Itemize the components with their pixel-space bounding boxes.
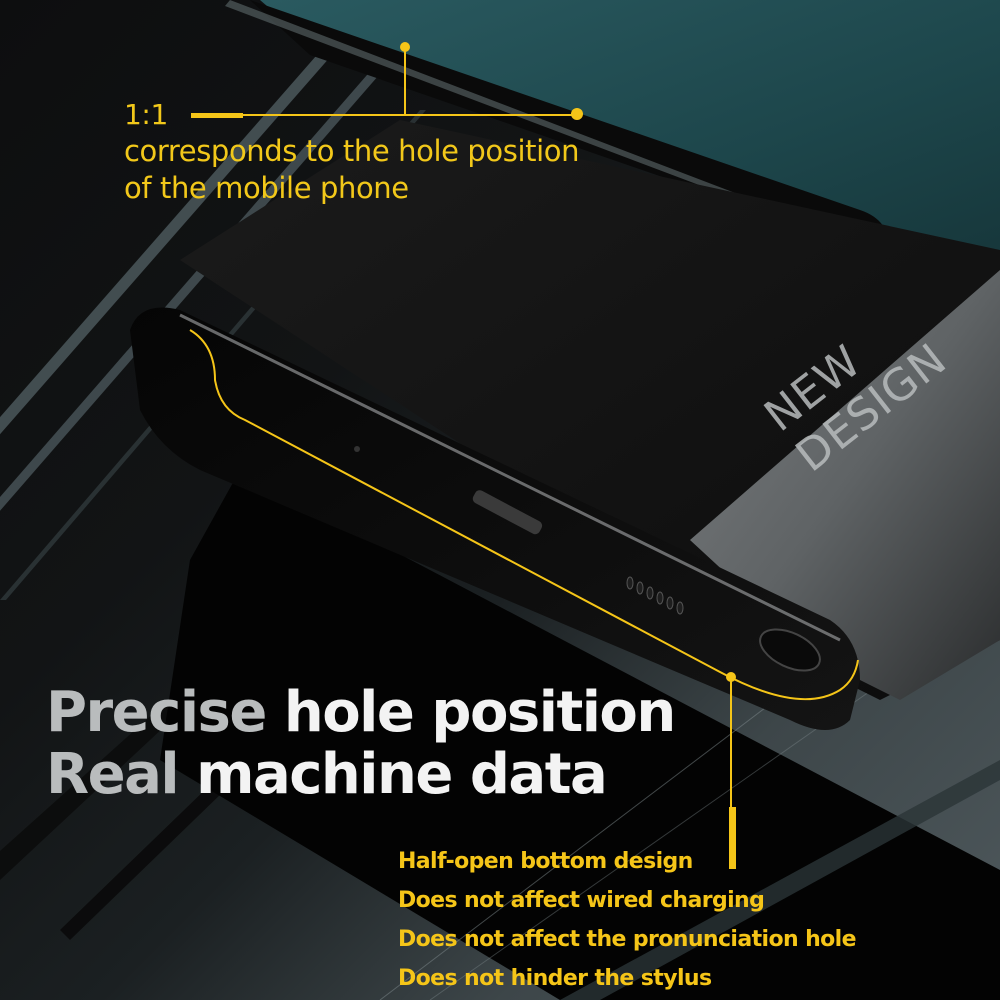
headline-word: hole position (283, 680, 676, 745)
headline-word: machine data (196, 742, 608, 807)
callout-line-1: corresponds to the hole position (124, 134, 580, 168)
headline-word: Precise (46, 680, 284, 745)
callout-line-2: of the mobile phone (124, 171, 409, 205)
headline-line-2: Real machine data (46, 744, 675, 806)
headline: Precise hole position Real machine data (46, 680, 676, 806)
feature-item: Does not hinder the stylus (398, 966, 712, 991)
feature-list: Half-open bottom design Does not affect … (398, 842, 857, 998)
feature-item: Half-open bottom design (398, 849, 693, 874)
ratio-label: 1:1 (124, 98, 168, 131)
feature-item: Does not affect the pronunciation hole (398, 927, 857, 952)
callout-lines (191, 47, 736, 869)
headline-line-1: Precise hole position (46, 680, 676, 745)
black-case (130, 120, 1000, 730)
feature-item: Does not affect wired charging (398, 888, 765, 913)
lower-phone-body (160, 470, 1000, 1000)
headline-word: Real (46, 742, 197, 807)
green-case (225, 0, 1000, 270)
hole-position-callout: 1:1 corresponds to the hole position of … (124, 96, 579, 207)
